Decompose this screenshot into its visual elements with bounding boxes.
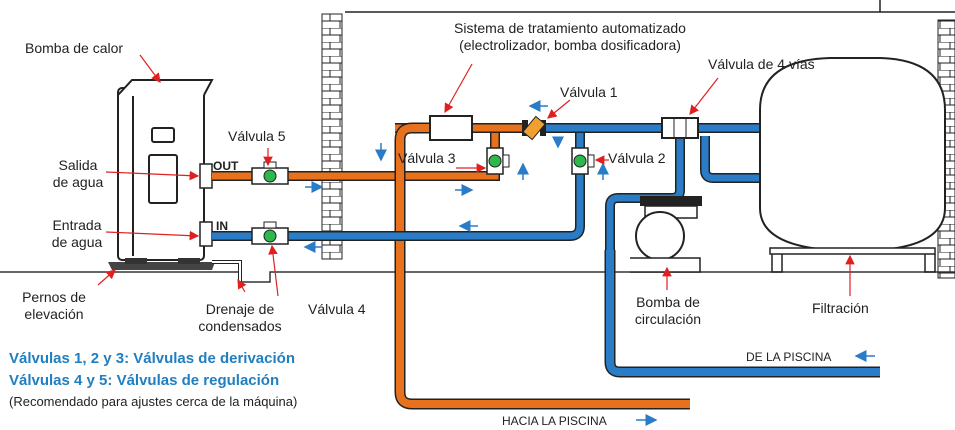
circulation-pump-label: Bomba de circulación	[625, 294, 711, 328]
lifting-bolts-label: Pernos de elevación	[14, 289, 94, 323]
heat-pump-label: Bomba de calor	[25, 40, 124, 56]
treatment-system-label: Sistema de tratamiento automatizado (ele…	[420, 20, 720, 54]
condensate-drain-label-line1: Drenaje de	[205, 301, 275, 317]
to-pool-label: HACIA LA PISCINA	[502, 414, 607, 428]
valve-1-label: Válvula 1	[560, 84, 618, 100]
callout-arrows	[97, 54, 855, 297]
out-tag: OUT	[213, 159, 239, 173]
water-out-label-line1: Salida	[58, 157, 98, 173]
valve-4	[251, 221, 289, 245]
water-in-label-line2: de agua	[51, 234, 103, 250]
in-tag: IN	[216, 219, 228, 233]
lifting-bolts-label-line2: elevación	[24, 306, 84, 322]
water-in-label: Entrada de agua	[46, 217, 108, 251]
valve-5	[251, 161, 289, 185]
valve-2-label: Válvula 2	[608, 150, 666, 166]
wall-left	[321, 13, 343, 260]
valve-2	[571, 147, 595, 175]
lifting-bolts-label-line1: Pernos de	[22, 289, 86, 305]
circulation-pump-label-line1: Bomba de	[636, 294, 700, 310]
four-way-valve-label: Válvula de 4 vías	[708, 56, 815, 72]
treatment-system-label-line2: (electrolizador, bomba dosificadora)	[459, 37, 681, 53]
valve-4-label: Válvula 4	[308, 301, 366, 317]
from-pool-label: DE LA PISCINA	[746, 350, 832, 364]
legend-note: (Recomendado para ajustes cerca de la má…	[9, 394, 298, 409]
water-out-label: Salida de agua	[48, 157, 108, 191]
valve-5-label: Válvula 5	[228, 128, 286, 144]
legend-bypass: Válvulas 1, 2 y 3: Válvulas de derivació…	[9, 350, 295, 367]
filter-tank	[759, 57, 946, 273]
filtration-label: Filtración	[812, 300, 869, 316]
ground-line	[0, 271, 955, 283]
circulation-pump-label-line2: circulación	[634, 311, 702, 327]
treatment-system-label-line1: Sistema de tratamiento automatizado	[454, 20, 686, 36]
legend-regulation: Válvulas 4 y 5: Válvulas de regulación	[9, 372, 280, 389]
valve-3	[486, 147, 510, 175]
water-in-label-line1: Entrada	[52, 217, 102, 233]
four-way-valve	[661, 117, 699, 139]
treatment-unit	[429, 115, 473, 141]
flow-arrows	[303, 100, 875, 426]
condensate-drain-label: Drenaje de condensados	[190, 301, 290, 335]
frame-line	[345, 0, 955, 13]
circulation-pump	[630, 196, 702, 273]
condensate-drain-label-line2: condensados	[198, 318, 282, 334]
valve-3-label: Válvula 3	[398, 150, 456, 166]
cold-pipe	[212, 123, 880, 378]
valve-1	[522, 115, 546, 141]
water-out-label-line2: de agua	[52, 174, 104, 190]
